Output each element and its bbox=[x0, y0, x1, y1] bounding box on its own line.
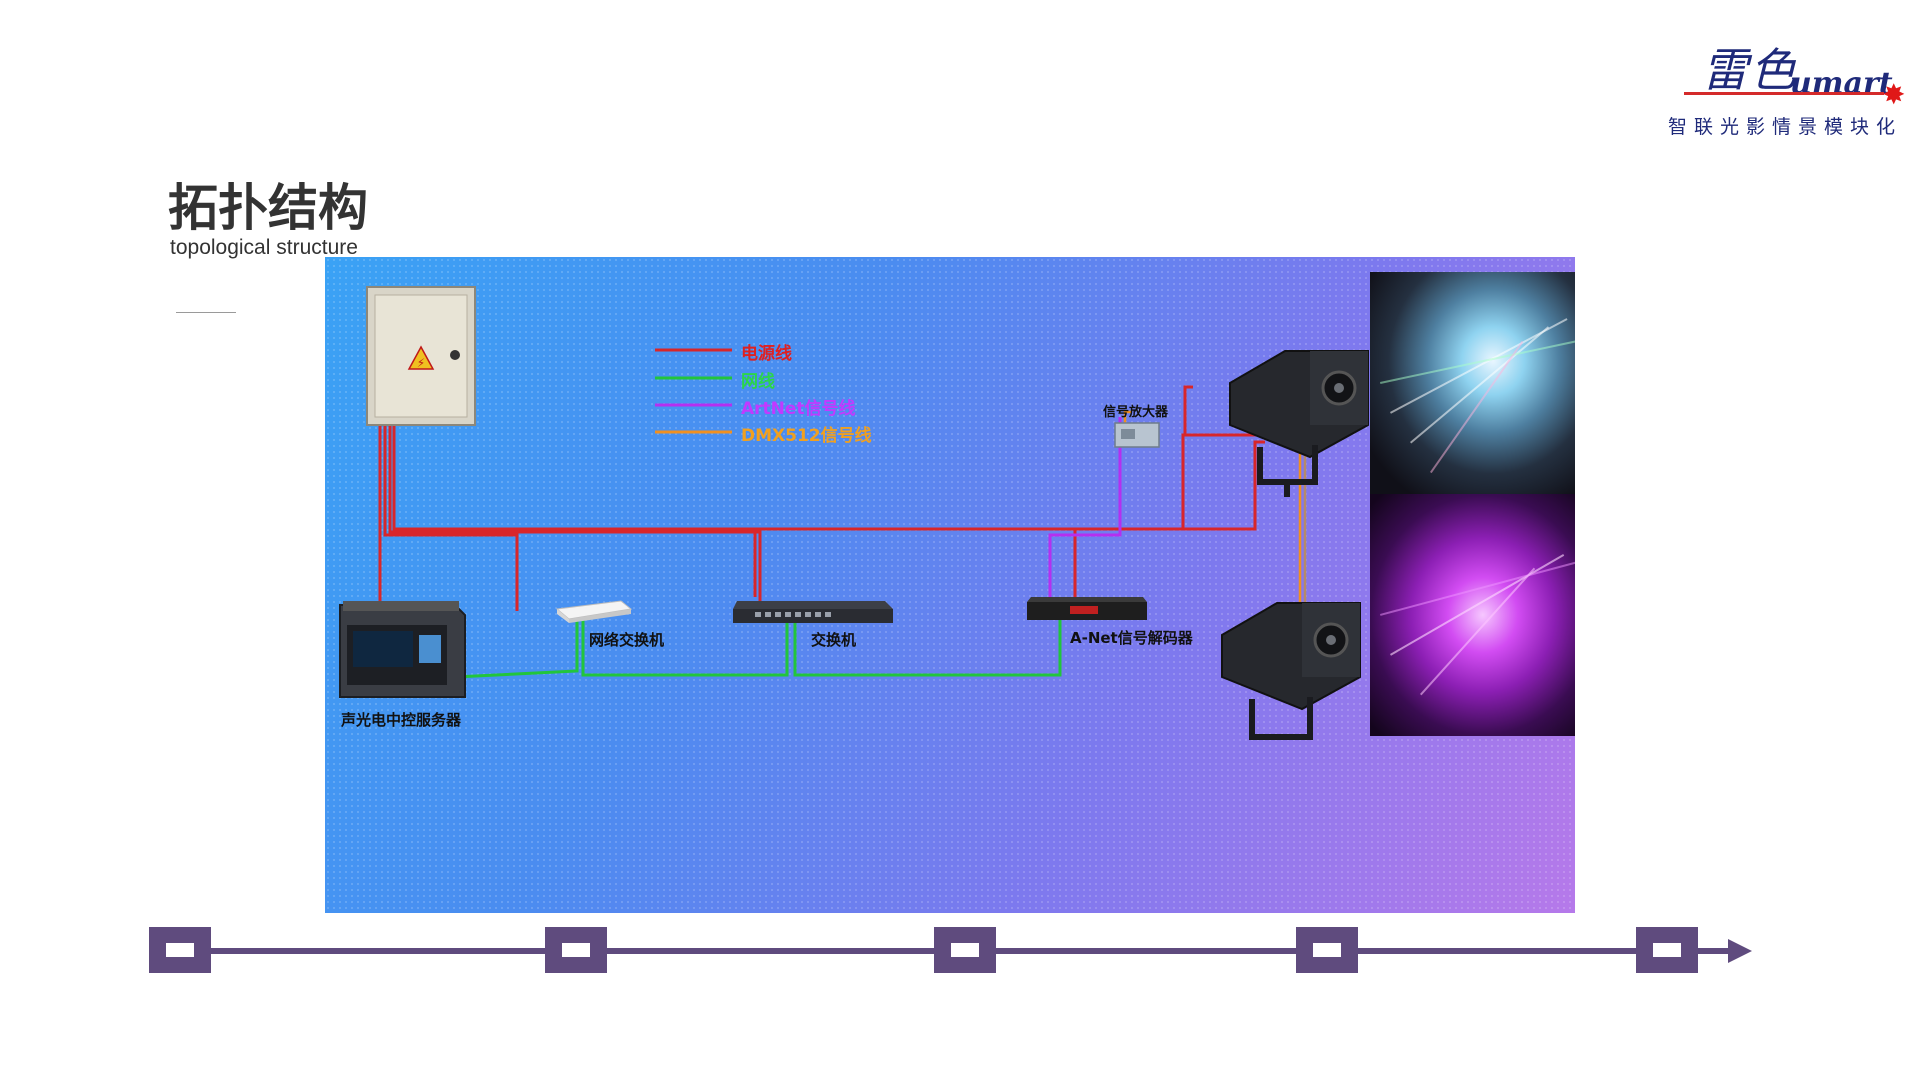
legend-artnet: ArtNet信号线 bbox=[741, 399, 856, 419]
timeline-node bbox=[934, 927, 996, 973]
timeline bbox=[0, 920, 1920, 980]
logo-brand: umart bbox=[1790, 66, 1893, 101]
diagram-canvas: ⚡ bbox=[339, 286, 1369, 740]
switch-icon bbox=[733, 601, 893, 623]
legend-swatches bbox=[655, 348, 732, 434]
power-box-icon: ⚡ bbox=[366, 286, 476, 426]
page-title: 拓扑结构 bbox=[168, 179, 368, 237]
legend-power: 电源线 bbox=[741, 344, 792, 364]
title-divider bbox=[176, 312, 236, 313]
label-server: 声光电中控服务器 bbox=[341, 711, 462, 729]
logo-script: 雷色 bbox=[1702, 43, 1798, 97]
legend-dmx: DMX512信号线 bbox=[741, 426, 872, 446]
amplifier-icon bbox=[1114, 422, 1160, 448]
legend-network: 网线 bbox=[741, 372, 775, 392]
page-subtitle: topological structure bbox=[170, 236, 358, 259]
svg-text:⚡: ⚡ bbox=[417, 356, 425, 370]
timeline-node bbox=[545, 927, 607, 973]
laser-effect-photo bbox=[1370, 494, 1575, 736]
router-icon bbox=[555, 600, 633, 623]
timeline-node bbox=[1296, 927, 1358, 973]
label-amplifier: 信号放大器 bbox=[1103, 405, 1169, 420]
laser-projector-icon bbox=[1221, 602, 1361, 740]
logo-underline bbox=[1684, 92, 1884, 95]
timeline-node bbox=[149, 927, 211, 973]
label-switch: 交换机 bbox=[811, 631, 857, 649]
laser-effect-photo bbox=[1370, 272, 1575, 494]
company-logo: 雷色 umart ✸ 智联光影情景模块化 bbox=[1660, 28, 1920, 148]
label-decoder: A-Net信号解码器 bbox=[1070, 629, 1193, 647]
timeline-node bbox=[1636, 927, 1698, 973]
label-network-switch: 网络交换机 bbox=[589, 631, 665, 649]
arrow-right-icon bbox=[1728, 939, 1752, 963]
laser-projector-icon bbox=[1229, 350, 1369, 497]
artnet-lines bbox=[1048, 417, 1122, 597]
logo-star-icon: ✸ bbox=[1882, 78, 1906, 111]
decoder-icon bbox=[1027, 597, 1147, 620]
power-lines bbox=[378, 385, 1275, 622]
server-icon bbox=[339, 601, 466, 698]
logo-tagline: 智联光影情景模块化 bbox=[1668, 116, 1903, 138]
network-lines bbox=[454, 607, 1062, 679]
topology-diagram: ⚡ bbox=[325, 257, 1575, 913]
